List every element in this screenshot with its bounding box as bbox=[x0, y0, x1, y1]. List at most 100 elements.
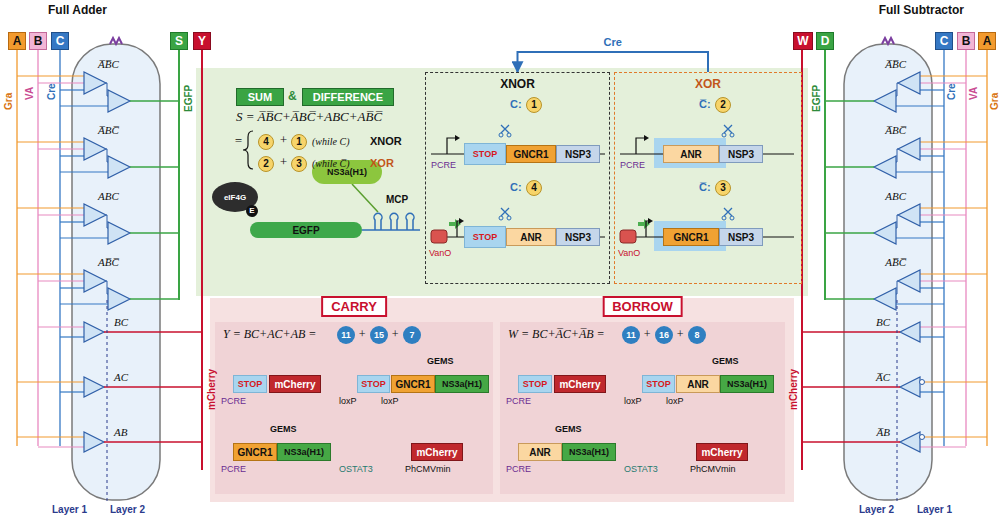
node-text: BORROW bbox=[602, 296, 683, 317]
output-wire bbox=[104, 331, 202, 332]
full-adder-cell bbox=[17, 38, 202, 502]
scissors-symbol bbox=[507, 216, 511, 220]
equation-text: + bbox=[676, 328, 684, 342]
tag-box: NSP3 bbox=[556, 228, 600, 246]
output-box: W bbox=[793, 32, 813, 50]
not-bubble bbox=[920, 435, 925, 440]
node-text: STOP bbox=[473, 149, 497, 159]
wire bbox=[17, 273, 84, 274]
output-wire bbox=[130, 100, 179, 101]
part-name: GEMS bbox=[712, 356, 739, 366]
signal-name: EGFP bbox=[183, 85, 195, 112]
callout-number: 4 bbox=[258, 134, 274, 150]
stop-cassette: STOP bbox=[357, 375, 390, 393]
input-wire bbox=[986, 50, 987, 446]
stop-cassette: STOP bbox=[233, 375, 267, 393]
node-text: NSP3 bbox=[565, 232, 591, 243]
output-box: S bbox=[170, 32, 188, 50]
wire bbox=[920, 381, 987, 382]
gate-label: A̅B bbox=[877, 426, 890, 439]
not-bubble bbox=[920, 380, 925, 385]
cassette bbox=[654, 138, 726, 168]
gate-label: A̅B̅C bbox=[885, 58, 906, 71]
layer-label: Layer 1 bbox=[52, 504, 87, 516]
cell-outline bbox=[844, 44, 932, 500]
node-text: GNCR1 bbox=[673, 232, 708, 243]
title-text: Full Adder bbox=[48, 4, 107, 18]
wire bbox=[920, 446, 966, 447]
output-wire bbox=[825, 232, 874, 233]
heading-box: DIFFERENCE bbox=[302, 88, 394, 106]
input-box: A bbox=[978, 32, 996, 50]
promoter-name: PCRE bbox=[431, 160, 456, 170]
wire bbox=[60, 287, 84, 288]
input-box: A bbox=[8, 32, 26, 50]
wire bbox=[920, 207, 987, 208]
operator-name: VanO bbox=[618, 248, 640, 258]
scissors-symbol bbox=[501, 125, 509, 133]
promoter-arrowhead bbox=[455, 135, 460, 141]
promoter-arrowhead bbox=[644, 135, 649, 141]
gate-label: ABC bbox=[98, 190, 119, 203]
input-box: C bbox=[51, 32, 69, 50]
node-text: CARRY bbox=[321, 296, 387, 317]
wire bbox=[60, 336, 84, 337]
wire bbox=[896, 105, 944, 106]
promoter-arrowhead bbox=[648, 218, 653, 224]
layer-label: Layer 2 bbox=[110, 504, 145, 516]
gate-symbol bbox=[84, 377, 104, 397]
node-text: XOR bbox=[615, 77, 801, 91]
gene-box: GNCR1 bbox=[233, 443, 277, 461]
stem-loop bbox=[374, 213, 382, 230]
promoter-name: PCRE bbox=[221, 464, 246, 474]
node-text: NSP3 bbox=[728, 149, 754, 160]
site-name: PhCMVmin bbox=[690, 464, 736, 474]
receptor-symbol bbox=[882, 38, 894, 44]
equation-text: = bbox=[234, 134, 243, 149]
equation-text: Y = BC+AC+AB = bbox=[223, 328, 316, 342]
protein-name: MCP bbox=[386, 194, 408, 206]
site-name: loxP bbox=[624, 396, 642, 406]
wire bbox=[38, 214, 84, 215]
condition-text: C̅: bbox=[699, 181, 711, 194]
part-name: GEMS bbox=[555, 424, 582, 434]
node-text: STOP bbox=[473, 232, 497, 242]
stop-cassette: STOP bbox=[464, 143, 506, 165]
node-text: NS3a(H1) bbox=[284, 447, 324, 457]
wire bbox=[60, 237, 108, 238]
gate-symbol bbox=[874, 90, 896, 112]
gate-label: BC bbox=[114, 316, 128, 329]
node-text: XNOR bbox=[426, 77, 609, 91]
site-name: loxP bbox=[381, 396, 399, 406]
gate-symbol bbox=[84, 432, 104, 452]
node-text: A bbox=[13, 34, 22, 48]
signal-name: EGFP bbox=[811, 85, 823, 112]
gene-box: ANR bbox=[518, 443, 562, 461]
scissors-symbol bbox=[499, 216, 503, 220]
gate-symbol bbox=[900, 322, 920, 342]
node-text: ANR bbox=[520, 232, 542, 243]
output-wire bbox=[104, 441, 202, 442]
scissors-symbol bbox=[722, 216, 726, 220]
node-text: DIFFERENCE bbox=[313, 91, 383, 103]
gate-symbol bbox=[898, 138, 920, 160]
output-wire bbox=[825, 298, 874, 299]
input-box: B bbox=[957, 32, 975, 50]
wire bbox=[920, 82, 966, 83]
gate-label: ABC bbox=[885, 190, 906, 203]
input-wire bbox=[943, 50, 944, 446]
wire bbox=[38, 280, 84, 281]
node-text: ANR bbox=[529, 447, 551, 458]
gate-symbol bbox=[898, 270, 920, 292]
node-text: C bbox=[56, 34, 65, 48]
wire bbox=[896, 237, 944, 238]
layer-divider bbox=[107, 300, 108, 502]
node-text: GNCR1 bbox=[237, 447, 272, 458]
gate-label: AB̅C̅ bbox=[98, 256, 119, 269]
gate-label: AB̅C̅ bbox=[885, 256, 906, 269]
wire bbox=[920, 326, 966, 327]
logic-name: XOR bbox=[370, 157, 394, 170]
gate-symbol bbox=[108, 90, 130, 112]
tag-box: NS3a(H1) bbox=[720, 375, 774, 393]
node-text: eIF4G bbox=[224, 193, 246, 202]
